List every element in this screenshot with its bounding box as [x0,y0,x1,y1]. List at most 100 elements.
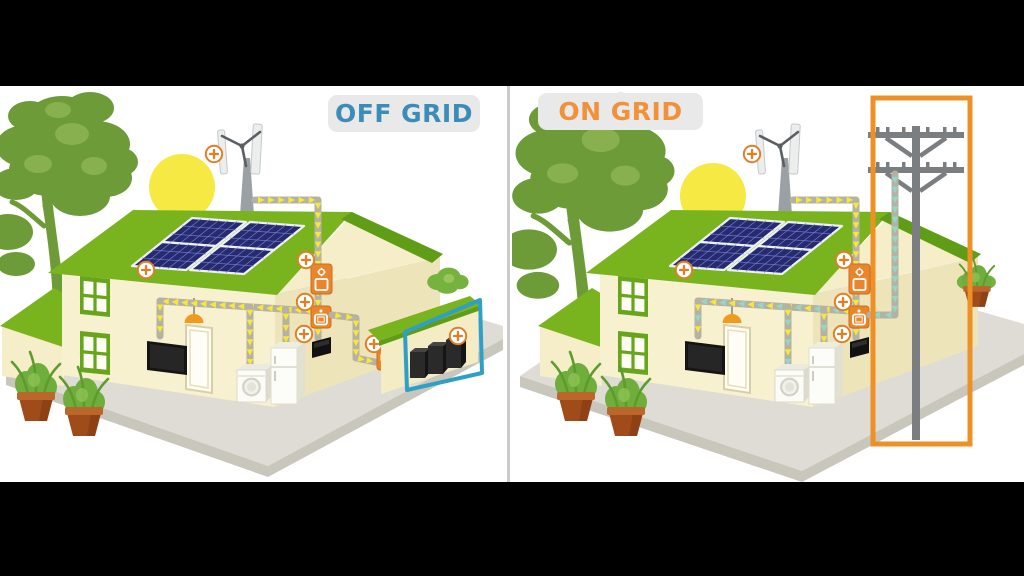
flow-arrow-icon [891,206,899,214]
flow-arrow-icon [820,313,828,321]
wiring-conduit [784,303,792,372]
flow-arrow-icon [314,231,322,239]
flow-arrow-icon [891,236,899,243]
flow-arrow-icon [738,300,745,308]
flow-arrow-icon [314,202,322,210]
off-grid-label: OFF GRID [328,95,480,132]
plus-icon [294,324,314,344]
washing-machine [236,364,274,403]
flow-arrow-icon [156,315,164,322]
flow-arrow-icon [314,251,322,258]
flow-arrow-icon [852,231,860,239]
flow-arrow-icon [796,196,803,204]
flow-arrow-icon [694,326,702,333]
plus-icon [136,260,156,280]
utility-pole [868,126,964,440]
flow-arrow-icon [813,305,821,313]
flow-arrow-icon [891,296,899,303]
on-grid-label-text: ON GRID [558,97,683,126]
device-stack [832,250,871,358]
flow-arrow-icon [719,299,726,307]
flow-arrow-icon [766,302,774,310]
flow-arrow-icon [804,305,811,312]
comparison-diagram: OFF GRID ON GRID [0,86,1024,482]
ledge-plant [427,267,469,294]
plus-icon [296,250,316,270]
garage-roof [368,296,481,341]
flow-arrow-icon [200,300,207,308]
flow-arrow-icon [282,313,290,321]
door [185,323,213,395]
flow-arrow-icon [852,241,860,249]
plant-pot [550,350,602,421]
flow-arrow-icon [246,349,254,356]
flow-arrow-icon [694,304,702,312]
on-grid-label: ON GRID [538,93,703,130]
refrigerator [270,342,305,405]
flow-arrow-icon [891,196,899,204]
panel-divider [507,86,510,482]
flow-arrow-icon [891,266,899,273]
window [79,276,111,317]
flow-arrow-icon [891,216,899,224]
sun [149,154,215,220]
flow-arrow-icon [784,339,792,346]
flow-arrow-icon [846,196,854,204]
flow-arrow-icon [246,309,254,317]
flow-arrow-icon [784,319,792,327]
flow-arrow-icon [156,326,164,333]
flow-arrow-icon [246,339,254,346]
flow-arrow-icon [852,251,860,258]
flow-arrow-icon [873,311,880,319]
plant-pot [58,365,110,436]
flow-arrow-icon [891,276,899,283]
flow-arrow-icon [190,300,198,307]
flow-arrow-icon [266,305,273,312]
plant-pot [10,350,62,421]
flow-arrow-icon [314,299,322,307]
flow-arrow-icon [171,298,179,306]
flow-arrow-icon [820,324,828,332]
flow-arrow-icon [268,196,275,204]
flow-arrow-icon [891,186,899,194]
flow-arrow-icon [852,329,860,336]
flow-arrow-icon [282,336,290,343]
charge-controller-icon [310,263,333,295]
window [79,331,111,375]
off-grid-label-text: OFF GRID [335,99,473,128]
off-grid-illustration [0,92,503,477]
wiring-conduit [820,306,828,350]
flow-arrow-icon [891,286,899,293]
panel-on-grid: ON GRID [512,86,1024,482]
plant-pot [600,365,652,436]
solar-panel-array [130,216,306,280]
flow-arrow-icon [820,336,828,343]
flow-arrow-icon [258,196,265,204]
battery-bank-highlight [403,298,484,392]
plus-icon [833,292,853,312]
inverter-icon [310,305,332,329]
flow-arrow-icon [335,312,342,319]
flow-arrow-icon [246,359,254,366]
solar-panel-array [668,216,844,280]
flow-arrow-icon [288,196,295,204]
flow-arrow-icon [784,329,792,337]
wiring-conduit [246,303,254,372]
flow-arrow-icon [352,330,360,337]
plus-icon [832,324,852,344]
washing-machine [774,364,812,403]
flow-arrow-icon [728,300,736,307]
flow-arrow-icon [756,302,764,309]
door [723,323,751,395]
device-stack [294,250,333,358]
wiring-conduit [694,297,702,340]
flow-arrow-icon [314,329,322,336]
flow-arrow-icon [794,304,802,311]
window [617,331,649,375]
wiring-conduit [328,311,379,366]
flow-arrow-icon [784,349,792,356]
letterbox-top [0,0,1024,86]
flow-arrow-icon [314,212,322,219]
plus-icon [674,260,694,280]
flow-arrow-icon [209,301,217,308]
